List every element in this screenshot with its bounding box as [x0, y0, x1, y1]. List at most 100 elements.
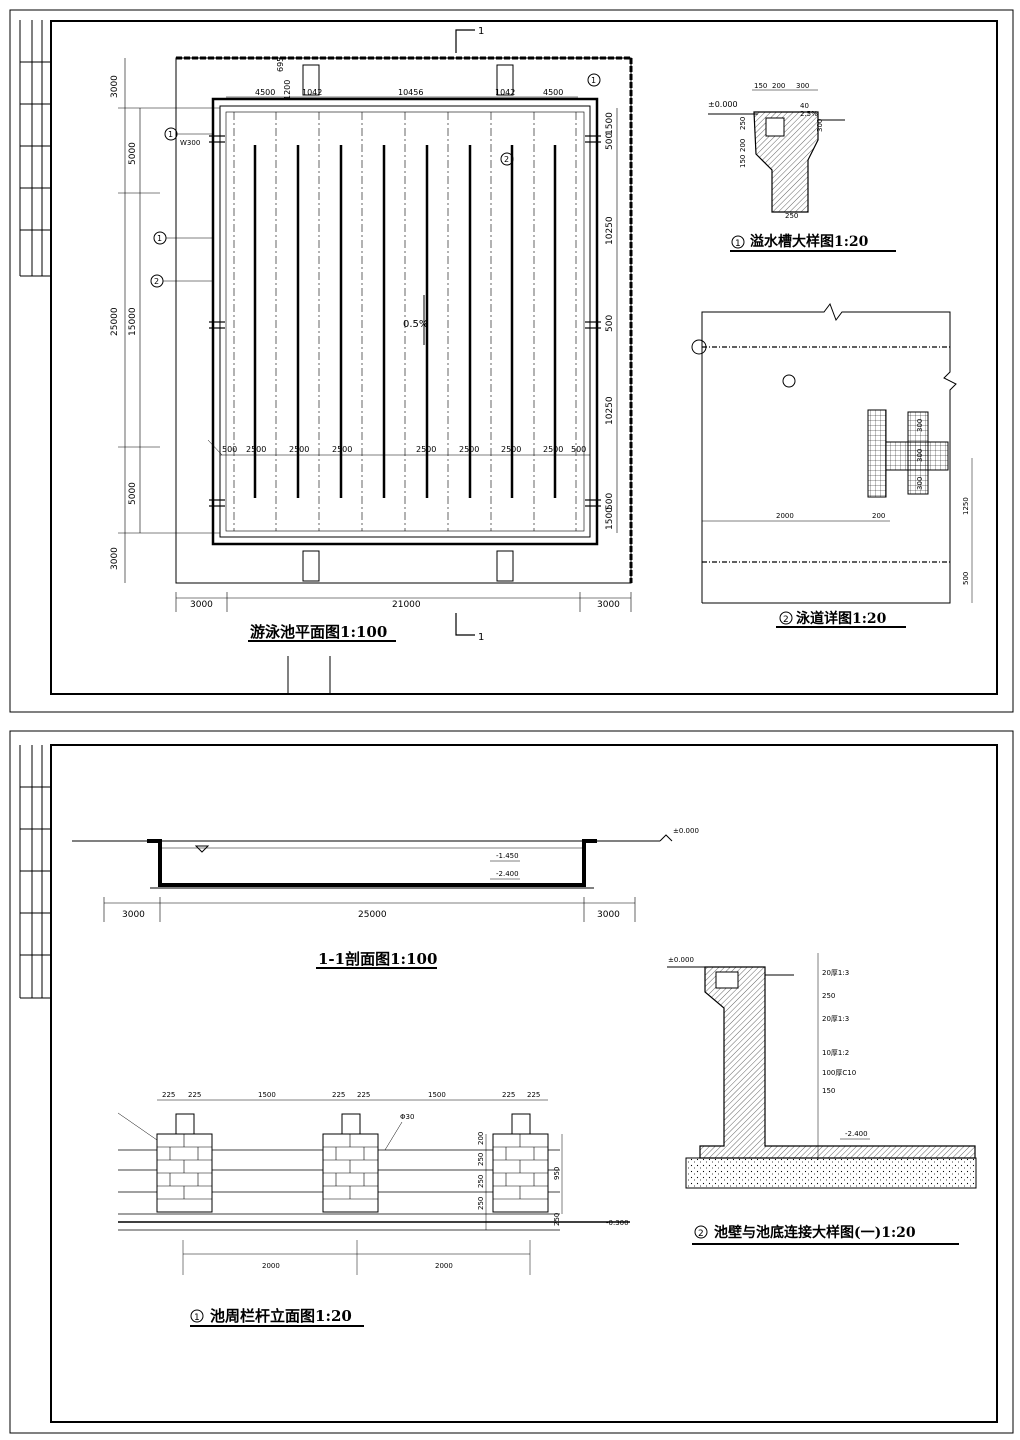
- section-level-top: ±0.000: [673, 827, 699, 835]
- svg-text:1500: 1500: [428, 1091, 446, 1099]
- wall-number: 2: [698, 1229, 704, 1239]
- svg-text:10456: 10456: [398, 88, 423, 97]
- svg-text:250: 250: [822, 992, 835, 1000]
- svg-text:1: 1: [157, 234, 162, 243]
- svg-text:150: 150: [739, 155, 747, 168]
- svg-text:2.5%: 2.5%: [800, 110, 818, 118]
- svg-text:500: 500: [605, 493, 615, 510]
- svg-text:300: 300: [916, 449, 924, 462]
- svg-text:250: 250: [785, 212, 798, 220]
- level-marker: [659, 834, 673, 842]
- svg-text:500: 500: [222, 445, 237, 454]
- svg-text:150: 150: [754, 82, 767, 90]
- svg-text:1200: 1200: [283, 80, 292, 100]
- svg-text:2500: 2500: [289, 445, 309, 454]
- svg-text:250: 250: [739, 117, 747, 130]
- svg-text:250: 250: [553, 1213, 561, 1226]
- rope-anchor: [691, 339, 707, 355]
- svg-text:300: 300: [796, 82, 809, 90]
- overflow-dims: 150 200 300 40 250 200 150 250 300 2.5%: [739, 82, 824, 220]
- section-marker-bottom: 1: [478, 632, 484, 643]
- svg-text:1500: 1500: [258, 1091, 276, 1099]
- svg-text:200: 200: [477, 1132, 485, 1145]
- svg-text:3000: 3000: [110, 547, 120, 570]
- slope-label: 0.5%: [403, 319, 428, 330]
- section-line-top: [455, 29, 475, 53]
- plan-title: 游泳池平面图1:100: [250, 623, 387, 641]
- pool-section-shell: [147, 839, 597, 887]
- overflow-number: 1: [735, 239, 741, 249]
- railing-level: -0.300: [606, 1219, 629, 1227]
- lane-detail: 2000 200 300 300 300 1250 500 2 泳道详图1:20: [691, 302, 973, 628]
- step-bottom-left: [302, 550, 320, 582]
- dims-top: 4500 695 1200 1042 10456 1042 4500: [226, 57, 578, 100]
- sheet-1: 0.5% 1 1 4500 695 1200 1042 10456 1042 4…: [9, 9, 1014, 713]
- svg-text:4500: 4500: [543, 88, 563, 97]
- section-level-water: -1.450: [496, 852, 519, 860]
- svg-text:25000: 25000: [358, 910, 387, 920]
- pool-plan: 0.5% 1 1 4500 695 1200 1042 10456 1042 4…: [110, 26, 633, 643]
- svg-text:150: 150: [822, 1087, 835, 1095]
- gutter-channel: [765, 117, 785, 137]
- lane-callout: [782, 374, 796, 388]
- lane-t-mark-cross: [907, 411, 929, 495]
- wall-level-bottom: -2.400: [845, 1130, 868, 1138]
- svg-text:1: 1: [591, 76, 596, 85]
- sheet-2-inner-border: [50, 744, 998, 1423]
- svg-text:500: 500: [962, 572, 970, 585]
- svg-text:2500: 2500: [459, 445, 479, 454]
- svg-text:1042: 1042: [495, 88, 515, 97]
- svg-text:1500: 1500: [605, 507, 615, 530]
- railing-title: 池周栏杆立面图1:20: [210, 1307, 352, 1325]
- svg-text:500: 500: [605, 133, 615, 150]
- dims-bottom: 3000 21000 3000: [175, 592, 632, 612]
- svg-text:500: 500: [571, 445, 586, 454]
- lane-marks: [253, 145, 557, 498]
- svg-text:300: 300: [916, 419, 924, 432]
- svg-text:225: 225: [357, 1091, 370, 1099]
- lane-title: 泳道详图1:20: [796, 610, 887, 627]
- svg-text:200: 200: [772, 82, 785, 90]
- svg-text:100厚C10: 100厚C10: [822, 1069, 856, 1077]
- dims-left: 3000 5000 15000 25000 5000 3000: [110, 58, 220, 583]
- lane-anchors: [209, 135, 601, 507]
- lane-number: 2: [783, 615, 789, 625]
- svg-text:2000: 2000: [262, 1262, 280, 1270]
- svg-text:5000: 5000: [128, 482, 138, 505]
- railing-number-circle: [190, 1309, 204, 1323]
- svg-text:2: 2: [154, 277, 159, 286]
- wall-detail: ±0.000 20厚1:3 250 20厚1:3 10厚1:2 100厚C10 …: [667, 953, 977, 1245]
- svg-text:3000: 3000: [597, 600, 620, 610]
- svg-text:10厚1:2: 10厚1:2: [822, 1049, 849, 1057]
- svg-text:2500: 2500: [543, 445, 563, 454]
- svg-text:2500: 2500: [332, 445, 352, 454]
- wall-title: 池壁与池底连接大样图(一)1:20: [714, 1224, 916, 1241]
- svg-text:2500: 2500: [246, 445, 266, 454]
- wall-gutter: [715, 971, 739, 989]
- gutter-wall-section: [753, 111, 819, 213]
- railing-dims-bottom: 2000 2000: [182, 1240, 531, 1275]
- pipe-note: Φ30: [400, 1113, 414, 1121]
- lane-detail-border: [701, 302, 957, 604]
- svg-text:3000: 3000: [110, 75, 120, 98]
- svg-text:250: 250: [477, 1153, 485, 1166]
- lane-t-mark-stem: [867, 409, 887, 498]
- svg-text:20厚1:3: 20厚1:3: [822, 969, 849, 977]
- gravel-base: [685, 1157, 977, 1189]
- sheet-1-outer-border: [9, 9, 1014, 713]
- plan-callouts: 1 W300 1 2 2 1: [150, 73, 601, 456]
- svg-text:40: 40: [800, 102, 809, 110]
- svg-text:25000: 25000: [110, 307, 120, 336]
- dims-right: 1500 500 10250 500 10250 500 1500: [605, 108, 618, 533]
- svg-text:225: 225: [188, 1091, 201, 1099]
- lane-number-circle: [779, 611, 793, 625]
- svg-text:225: 225: [162, 1091, 175, 1099]
- ladder-top-right: [496, 64, 514, 96]
- svg-text:300: 300: [816, 119, 824, 132]
- svg-text:225: 225: [527, 1091, 540, 1099]
- svg-text:2500: 2500: [416, 445, 436, 454]
- svg-text:225: 225: [502, 1091, 515, 1099]
- svg-text:1500: 1500: [605, 112, 615, 135]
- section-level-bottom: -2.400: [496, 870, 519, 878]
